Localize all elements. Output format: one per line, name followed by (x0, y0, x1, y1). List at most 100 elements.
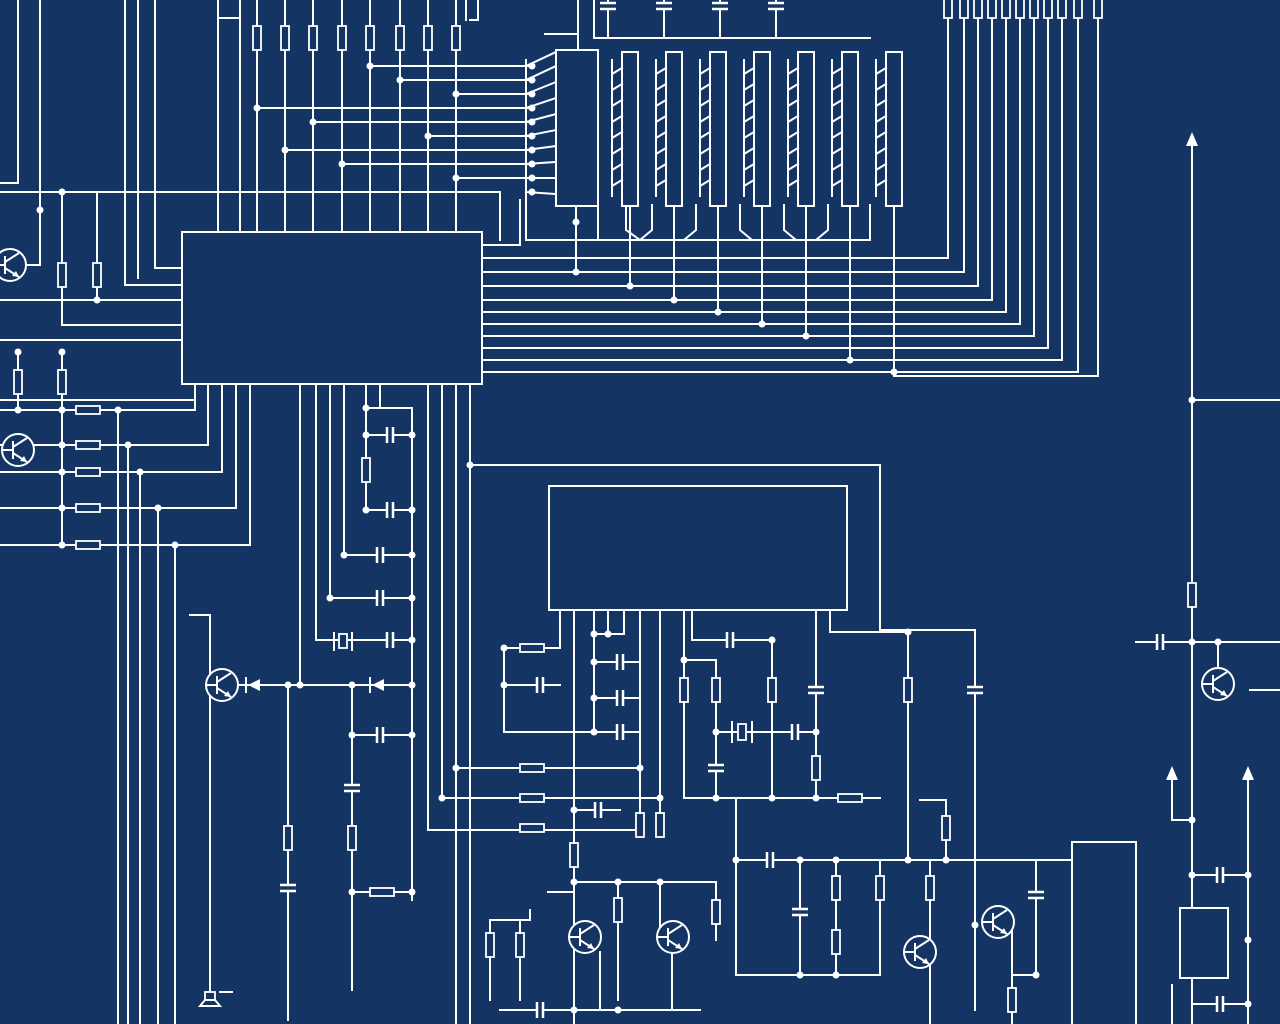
resistor (365, 25, 375, 51)
junction-dot (570, 806, 578, 814)
junctions (14, 62, 1252, 1014)
capacitor (656, 1, 672, 11)
junction-dot (348, 731, 356, 739)
junction-dot (768, 636, 776, 644)
junction-dot (670, 296, 678, 304)
capacitor (280, 883, 296, 893)
junction-dot (528, 62, 536, 70)
resistor (875, 875, 885, 901)
resistor (811, 755, 821, 781)
resistor (767, 677, 777, 703)
junction-dot (396, 76, 404, 84)
capacitor (768, 1, 784, 11)
junction-dot (614, 878, 622, 886)
junction-dot (424, 132, 432, 140)
diode-icon (369, 677, 384, 693)
transistors (0, 248, 1235, 969)
capacitor (712, 1, 728, 11)
resistor (711, 899, 721, 925)
junction-dot (971, 921, 979, 929)
junction-dot (362, 431, 370, 439)
junction-dot (942, 856, 950, 864)
resistor (485, 932, 495, 958)
junction-dot (362, 404, 370, 412)
resistor (75, 467, 101, 477)
resistor (280, 25, 290, 51)
main-processor (181, 231, 483, 385)
resistor (1001, 0, 1011, 19)
capacitor (1155, 634, 1165, 650)
transistor-icon (205, 668, 239, 702)
resistor (1015, 0, 1025, 19)
junction-dot (1188, 638, 1196, 646)
resistor (943, 0, 953, 19)
junction-dot (136, 468, 144, 476)
junction-dot (362, 506, 370, 514)
capacitor (615, 690, 625, 706)
resistor (925, 875, 935, 901)
junction-dot (1032, 971, 1040, 979)
resistor (75, 440, 101, 450)
resistor (369, 887, 395, 897)
junction-dot (714, 308, 722, 316)
junction-dot (58, 468, 66, 476)
junction-dot (528, 90, 536, 98)
junction-dot (171, 541, 179, 549)
junction-dot (14, 348, 22, 356)
junction-dot (326, 594, 334, 602)
capacitor (708, 763, 724, 773)
capacitor (790, 724, 800, 740)
junction-dot (58, 188, 66, 196)
display-digit (699, 51, 727, 207)
resistor (973, 0, 983, 19)
junction-dot (904, 628, 912, 636)
junction-dot (58, 441, 66, 449)
junction-dot (1214, 638, 1222, 646)
junction-dot (500, 681, 508, 689)
junction-dot (1244, 936, 1252, 944)
capacitor (385, 427, 395, 443)
resistor (395, 25, 405, 51)
resistor (519, 643, 545, 653)
junction-dot (14, 406, 22, 414)
resistor (941, 815, 951, 841)
junction-dot (572, 268, 580, 276)
junction-dot (604, 630, 612, 638)
junction-dot (296, 681, 304, 689)
junction-dot (528, 76, 536, 84)
display-digit (655, 51, 683, 207)
junction-dot (796, 971, 804, 979)
resistor (347, 825, 357, 851)
crystal-icon (731, 721, 753, 743)
junction-dot (408, 681, 416, 689)
junction-dot (636, 764, 644, 772)
junction-dot (58, 348, 66, 356)
capacitor (765, 852, 775, 868)
display-digit (831, 51, 859, 207)
resistor (1057, 0, 1067, 19)
resistor (75, 540, 101, 550)
junction-dot (572, 218, 580, 226)
decoder-chip (555, 49, 599, 207)
junction-dot (348, 681, 356, 689)
junction-dot (626, 282, 634, 290)
junction-dot (846, 356, 854, 364)
arrow-up-icon (1166, 766, 1178, 780)
junction-dot (590, 694, 598, 702)
junction-dot (408, 731, 416, 739)
junction-dot (656, 794, 664, 802)
junction-dot (58, 541, 66, 549)
resistor (1007, 987, 1017, 1013)
junction-dot (528, 160, 536, 168)
junction-dot (281, 146, 289, 154)
resistor (711, 677, 721, 703)
junction-dot (812, 728, 820, 736)
capacitor (375, 727, 385, 743)
junction-dot (408, 551, 416, 559)
junction-dot (93, 296, 101, 304)
junction-dot (712, 728, 720, 736)
junction-dot (1244, 1000, 1252, 1008)
junction-dot (832, 856, 840, 864)
